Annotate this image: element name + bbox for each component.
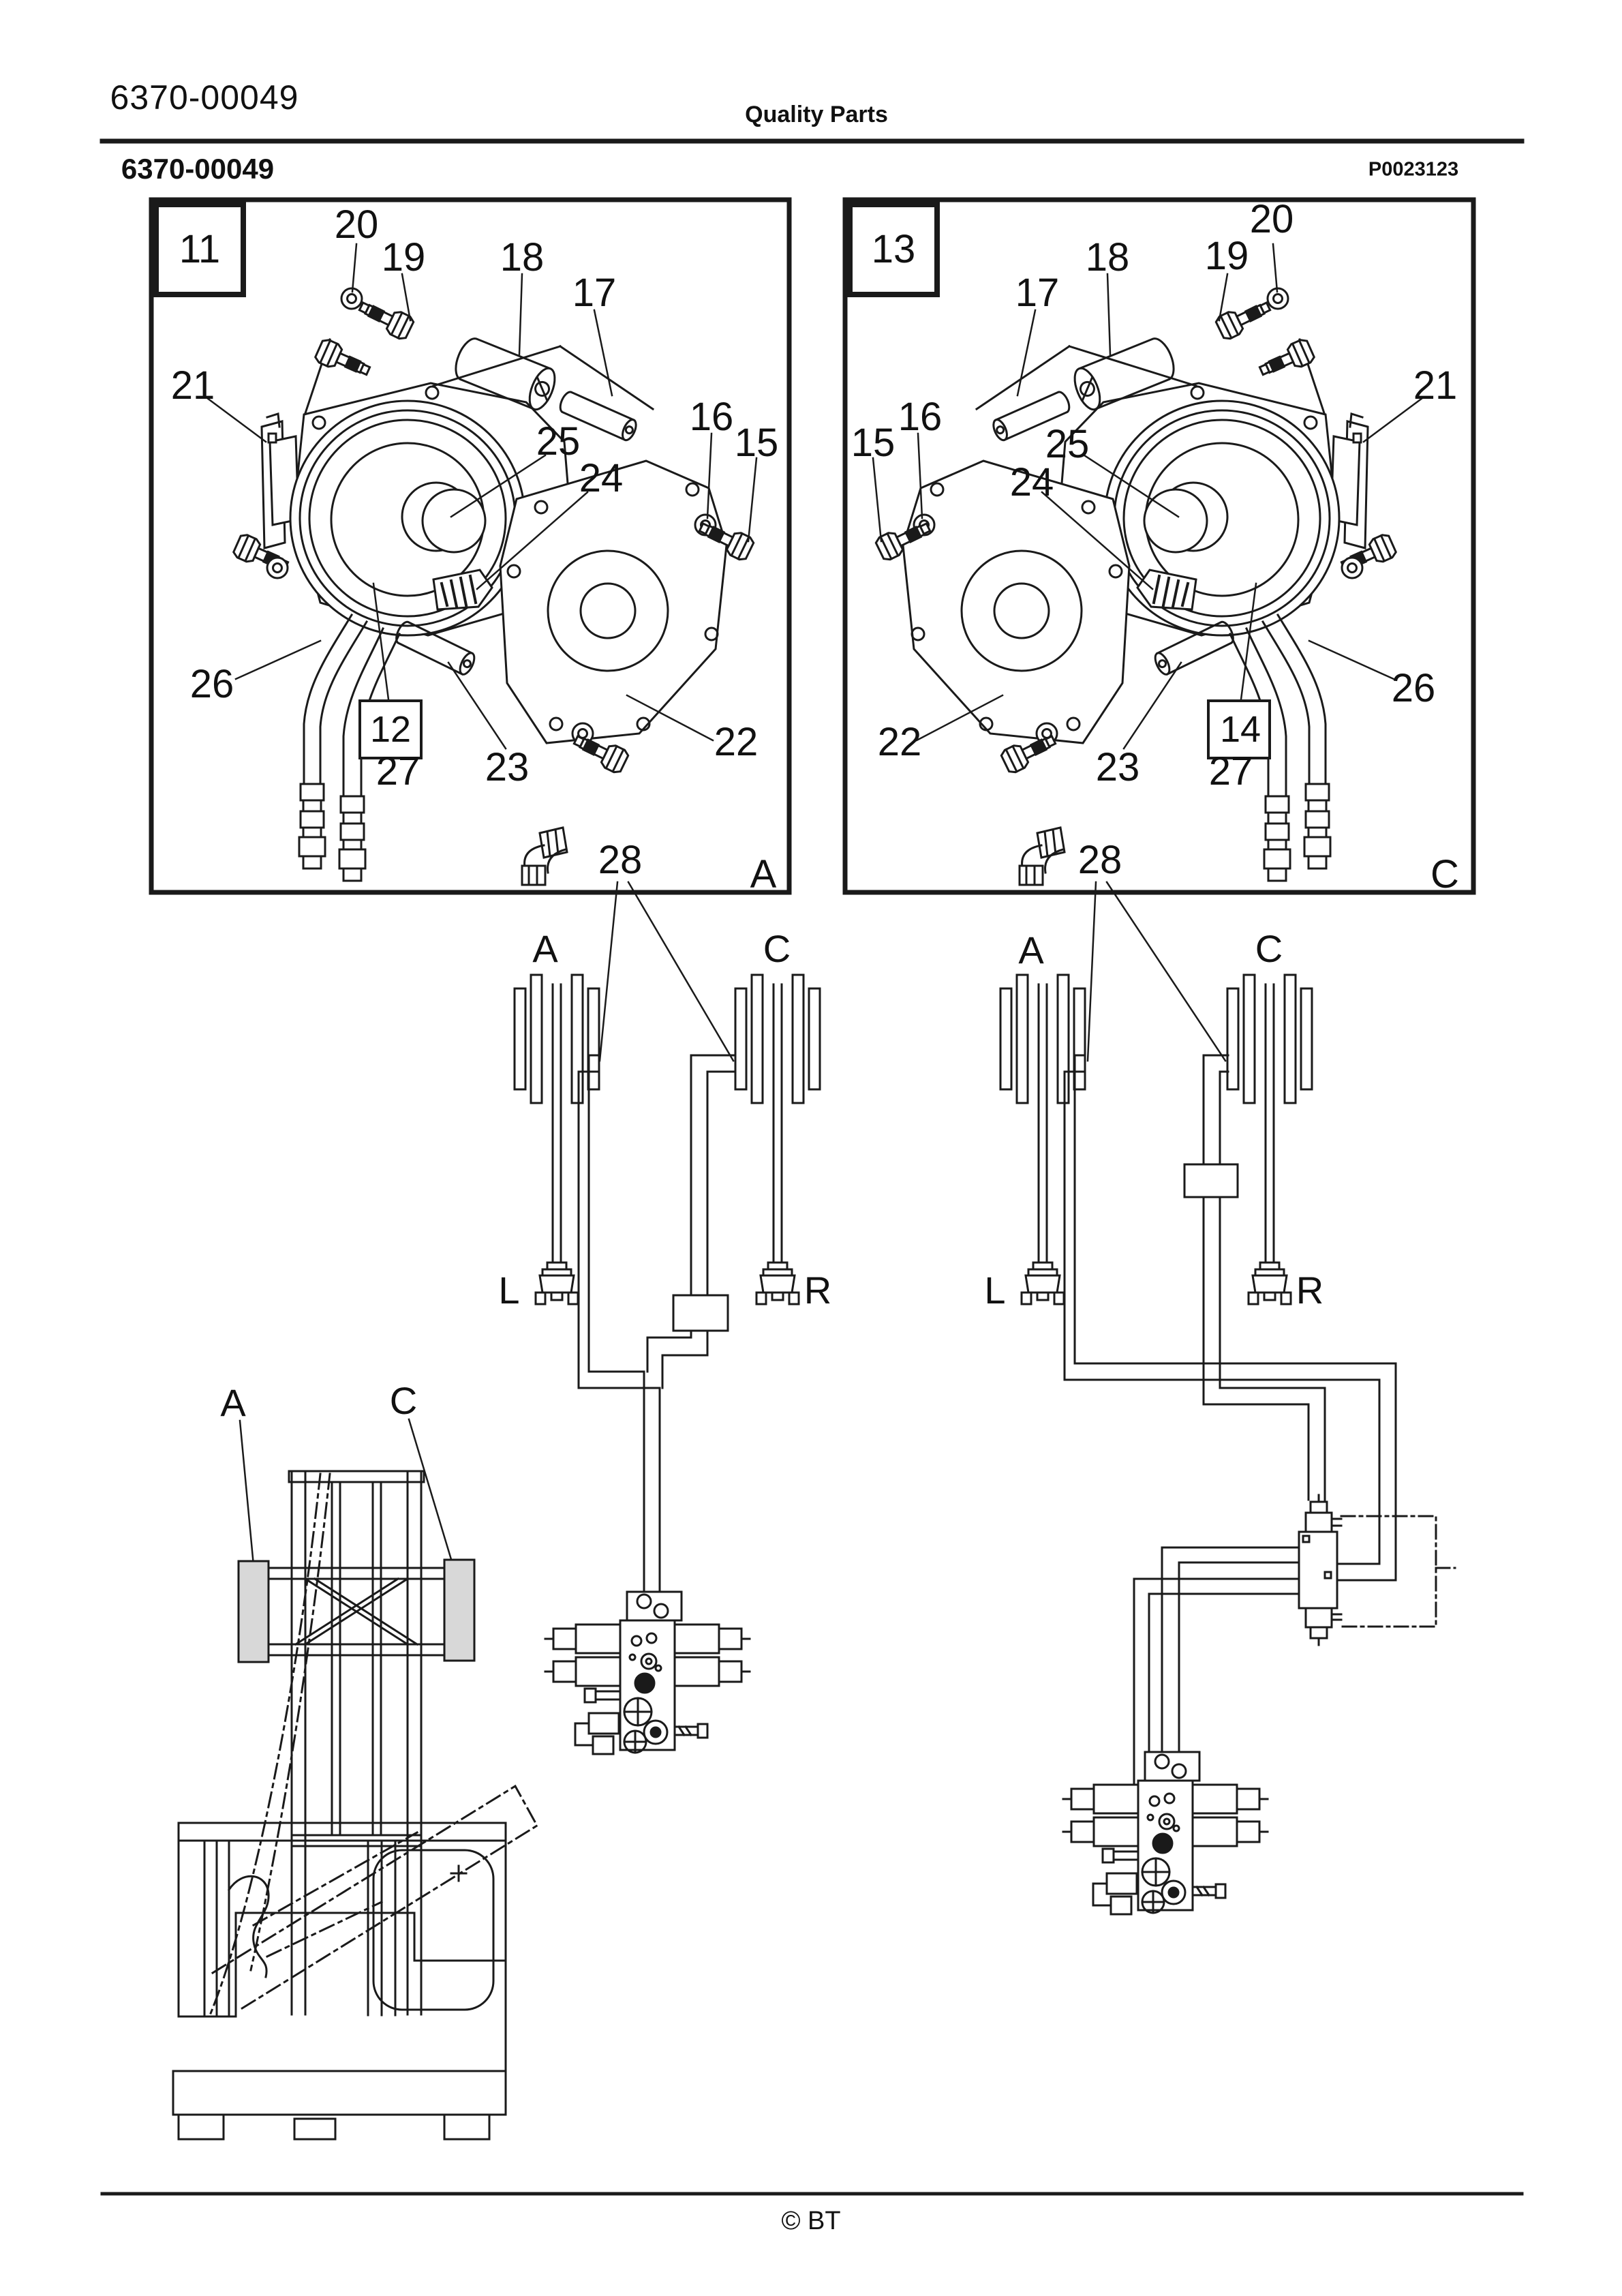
callout-23: 23 bbox=[1095, 745, 1140, 789]
callout-22: 22 bbox=[877, 720, 922, 764]
callout-28: 28 bbox=[1077, 838, 1122, 882]
callout-24: 24 bbox=[579, 456, 624, 500]
sub-view-12: 12 bbox=[369, 709, 412, 750]
sub-view-14: 14 bbox=[1219, 709, 1261, 750]
panel-c-view-number: 13 bbox=[871, 227, 916, 271]
callout-26: 26 bbox=[1391, 666, 1436, 710]
callout-21: 21 bbox=[1413, 363, 1458, 408]
panel-c-frame bbox=[842, 197, 1476, 895]
callout-18: 18 bbox=[500, 235, 545, 280]
doc-number-top: 6370-00049 bbox=[110, 78, 299, 117]
callout-16: 16 bbox=[689, 395, 734, 439]
hose-clamp bbox=[672, 1294, 729, 1332]
callout-24: 24 bbox=[1009, 460, 1054, 504]
routing-left-reel-c: C bbox=[763, 927, 791, 970]
callout-27: 27 bbox=[376, 749, 420, 794]
valve-block-right bbox=[1062, 1751, 1269, 1916]
callout-22: 22 bbox=[714, 720, 759, 764]
callout-15: 15 bbox=[851, 421, 896, 465]
reel-position-a bbox=[237, 1560, 270, 1663]
elbow-fitting-c bbox=[1018, 826, 1066, 886]
mast-label-a: A bbox=[220, 1381, 246, 1424]
callout-17: 17 bbox=[572, 271, 617, 315]
panel-a-view-number: 11 bbox=[179, 227, 221, 271]
callout-21: 21 bbox=[170, 363, 215, 408]
routing-right-coupler-l: L bbox=[984, 1269, 1006, 1312]
figure-code: P0023123 bbox=[1368, 158, 1459, 181]
valve-block-center bbox=[544, 1590, 751, 1755]
callout-27: 27 bbox=[1208, 749, 1253, 794]
callout-23: 23 bbox=[485, 745, 530, 789]
routing-right-reel-a: A bbox=[1018, 928, 1044, 971]
callout-25: 25 bbox=[1045, 422, 1090, 466]
callout-15: 15 bbox=[734, 421, 779, 465]
elbow-fitting-a bbox=[521, 826, 568, 886]
hose-clamp bbox=[1183, 1163, 1239, 1198]
forklift-mast-drawing bbox=[172, 1418, 539, 2141]
routing-right-reel-c: C bbox=[1255, 927, 1283, 970]
reel-position-c bbox=[443, 1558, 476, 1662]
copyright-footer: © BT bbox=[781, 2207, 841, 2235]
panel-a-corner-letter: A bbox=[750, 852, 777, 896]
header-title: Quality Parts bbox=[745, 102, 888, 127]
routing-left-coupler-l: L bbox=[498, 1269, 520, 1312]
callout-20: 20 bbox=[1249, 197, 1294, 241]
callout-16: 16 bbox=[898, 395, 943, 439]
callout-17: 17 bbox=[1015, 271, 1060, 315]
optional-connection-dashline bbox=[1340, 1515, 1456, 1628]
routing-left-coupler-r: R bbox=[804, 1269, 832, 1312]
callout-28: 28 bbox=[598, 838, 643, 882]
hose-routing-right bbox=[999, 973, 1456, 1916]
hose-routing-left bbox=[513, 973, 821, 1755]
callout-26: 26 bbox=[189, 662, 234, 706]
doc-number-section: 6370-00049 bbox=[121, 153, 275, 185]
panel-a-frame bbox=[149, 197, 792, 895]
routing-right-coupler-r: R bbox=[1296, 1269, 1324, 1312]
routing-left-reel-a: A bbox=[532, 927, 558, 970]
callout-19: 19 bbox=[1204, 234, 1249, 278]
callout-19: 19 bbox=[381, 235, 426, 280]
item28-leader-lines bbox=[598, 881, 1227, 1062]
mast-label-c: C bbox=[389, 1379, 418, 1422]
callout-20: 20 bbox=[334, 202, 379, 247]
panel-c-corner-letter: C bbox=[1430, 852, 1459, 896]
reel-assembly-a bbox=[207, 244, 756, 881]
callout-18: 18 bbox=[1085, 235, 1130, 280]
hidden-hose-dashlines bbox=[209, 1472, 539, 2016]
reel-assembly-c bbox=[873, 244, 1422, 881]
junction-block bbox=[1298, 1494, 1343, 1646]
callout-25: 25 bbox=[536, 419, 581, 464]
